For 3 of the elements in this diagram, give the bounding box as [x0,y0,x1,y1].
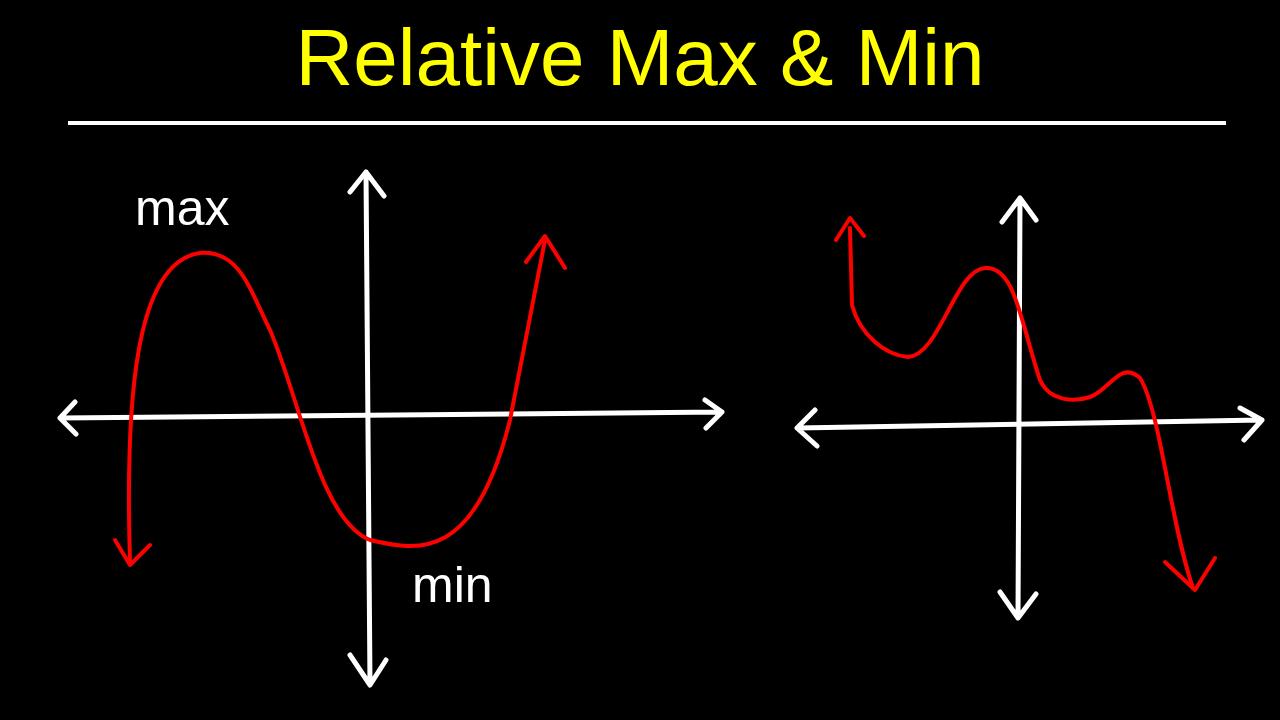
title: Relative Max & Min [294,12,986,104]
extremum-label: max [135,179,230,238]
extremum-label: min [412,556,493,615]
